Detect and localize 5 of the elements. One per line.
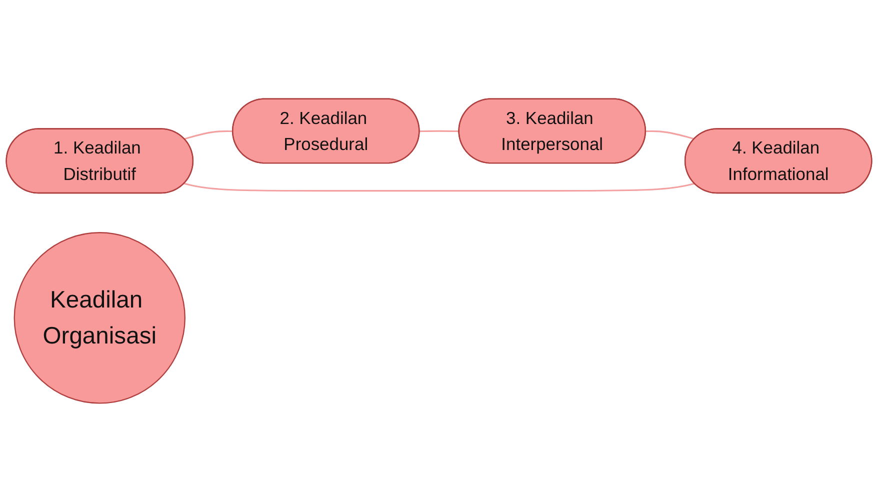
connector: [420, 130, 460, 132]
connector: [184, 182, 695, 192]
node-circle: Keadilan Organisasi: [14, 232, 186, 404]
connector: [646, 130, 695, 140]
connector: [184, 130, 233, 140]
